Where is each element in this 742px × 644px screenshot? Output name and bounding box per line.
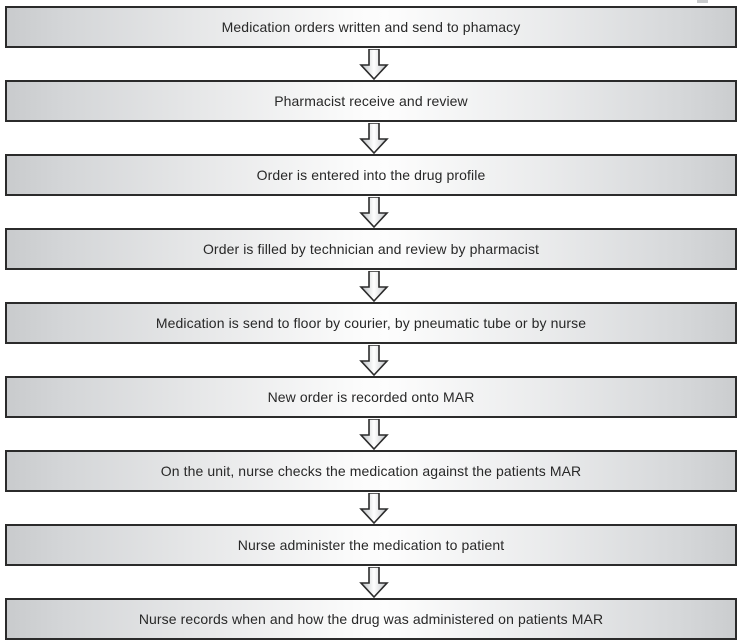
flow-arrow-1 <box>359 49 389 80</box>
flow-arrow-3 <box>359 197 389 228</box>
flow-arrow-6 <box>359 419 389 450</box>
process-box-9[interactable]: Nurse records when and how the drug was … <box>5 598 737 640</box>
flow-arrow-8 <box>359 567 389 598</box>
process-box-8[interactable]: Nurse administer the medication to patie… <box>5 524 737 566</box>
process-box-3-label: Order is entered into the drug profile <box>256 167 486 183</box>
process-box-4[interactable]: Order is filled by technician and review… <box>5 228 737 270</box>
flow-arrow-4 <box>359 271 389 302</box>
process-box-8-label: Nurse administer the medication to patie… <box>237 537 505 553</box>
process-box-1[interactable]: Medication orders written and send to ph… <box>5 6 737 48</box>
process-box-9-label: Nurse records when and how the drug was … <box>138 611 604 627</box>
process-box-2[interactable]: Pharmacist receive and review <box>5 80 737 122</box>
process-box-6[interactable]: New order is recorded onto MAR <box>5 376 737 418</box>
flow-arrow-5 <box>359 345 389 376</box>
process-box-6-label: New order is recorded onto MAR <box>267 389 475 405</box>
process-box-1-label: Medication orders written and send to ph… <box>221 19 521 35</box>
flow-arrow-2 <box>359 123 389 154</box>
process-box-2-label: Pharmacist receive and review <box>274 93 468 109</box>
process-box-7-label: On the unit, nurse checks the medication… <box>160 463 582 479</box>
cropped-shape-artifact <box>697 0 708 3</box>
process-box-7[interactable]: On the unit, nurse checks the medication… <box>5 450 737 492</box>
process-box-3[interactable]: Order is entered into the drug profile <box>5 154 737 196</box>
process-box-5[interactable]: Medication is send to floor by courier, … <box>5 302 737 344</box>
flow-arrow-7 <box>359 493 389 524</box>
process-box-5-label: Medication is send to floor by courier, … <box>155 315 587 331</box>
process-box-4-label: Order is filled by technician and review… <box>202 241 540 257</box>
